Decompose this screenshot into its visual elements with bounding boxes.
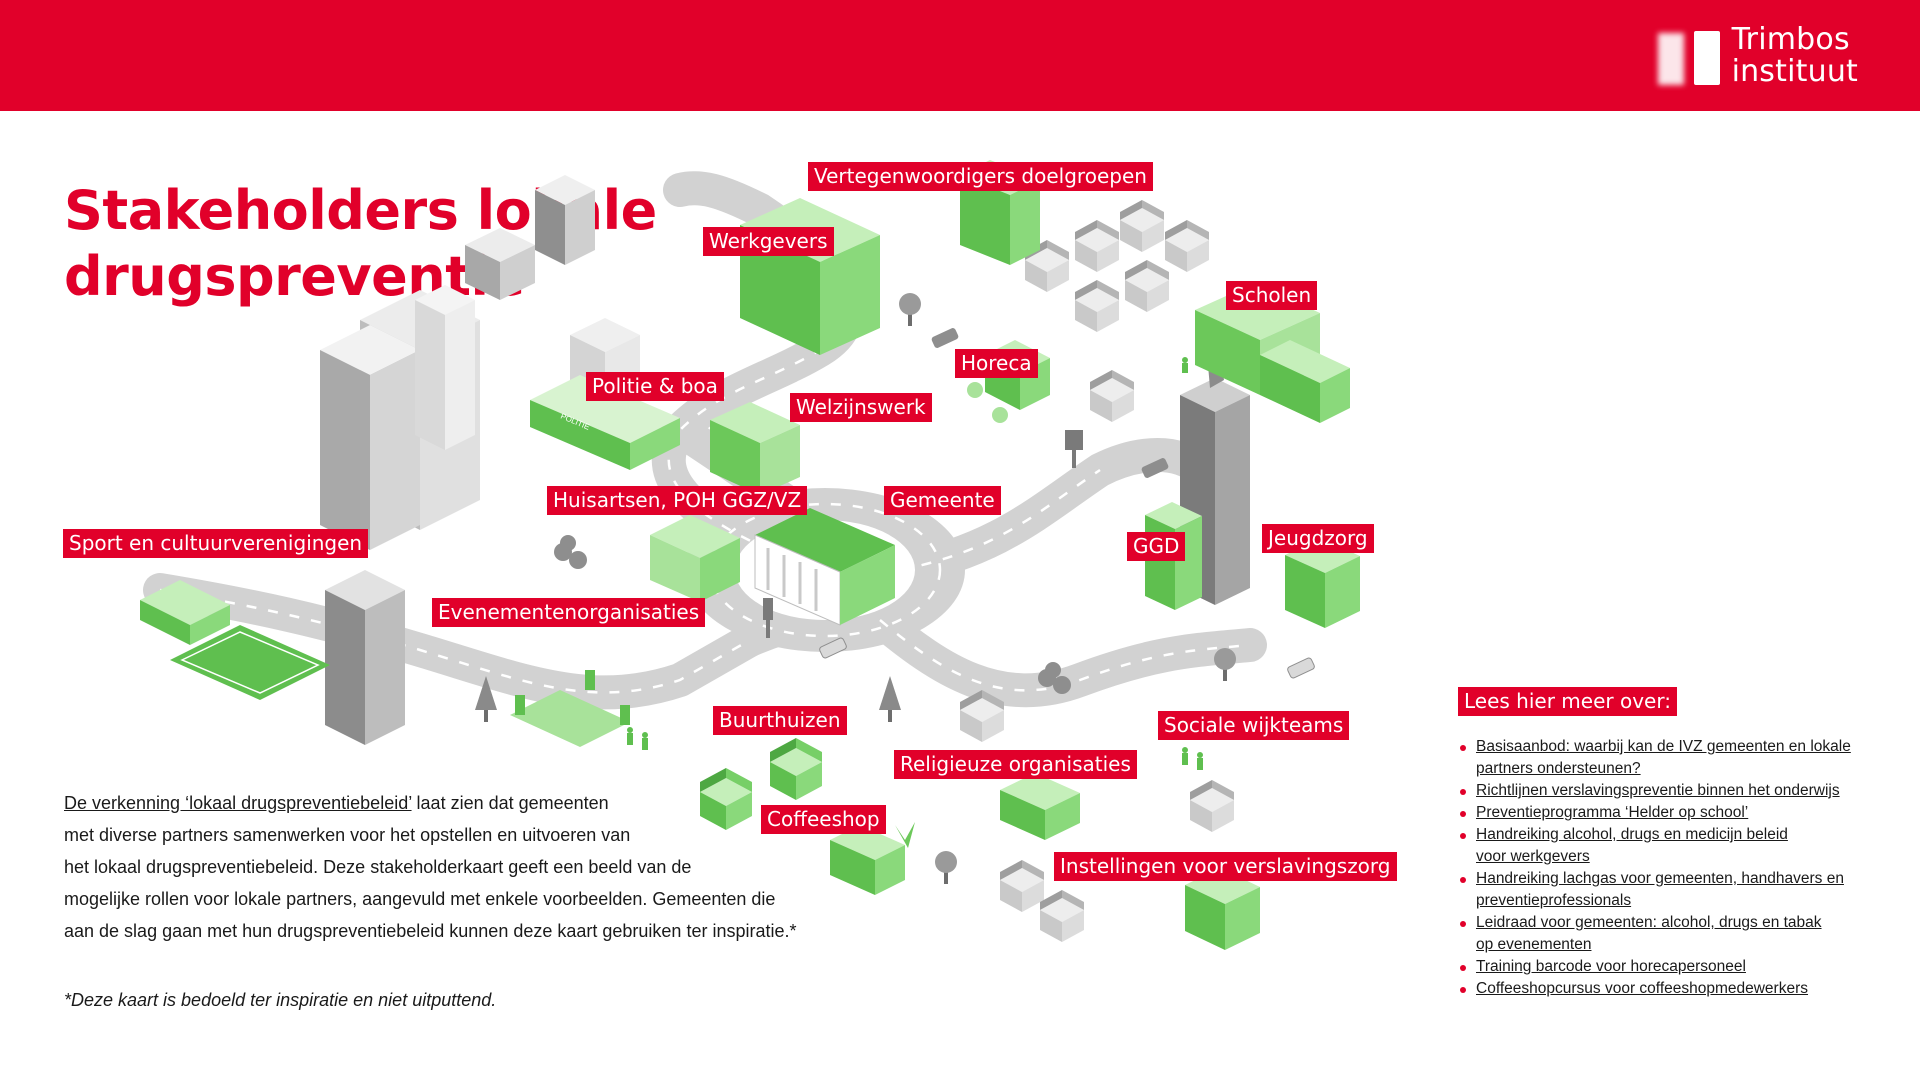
label-coffeeshop[interactable]: Coffeeshop	[761, 805, 886, 834]
building-welzijnswerk	[710, 402, 800, 495]
grey-tower-white	[415, 285, 475, 450]
label-ggd[interactable]: GGD	[1127, 532, 1186, 561]
label-sport[interactable]: Sport en cultuurverenigingen	[63, 529, 369, 558]
read-more-link[interactable]: Handreiking lachgas voor gemeenten, hand…	[1458, 868, 1878, 912]
grey-tower-sport	[325, 570, 405, 745]
read-more-link-text[interactable]: op evenementen	[1476, 936, 1592, 953]
read-more-link-text[interactable]: partners ondersteunen?	[1476, 760, 1641, 777]
intro-line3: het lokaal drugspreventiebeleid. Deze st…	[64, 857, 692, 877]
intro-line2: met diverse partners samenwerken voor he…	[64, 825, 631, 845]
label-instellingen[interactable]: Instellingen voor verslavingszorg	[1054, 852, 1397, 881]
house-instelling-1	[1000, 860, 1044, 912]
tree-2	[1214, 648, 1236, 681]
read-more-link[interactable]: Basisaanbod: waarbij kan de IVZ gemeente…	[1458, 736, 1878, 780]
logo-mark-icon	[1657, 27, 1720, 85]
people	[627, 357, 1203, 770]
label-horeca[interactable]: Horeca	[955, 349, 1038, 378]
read-more-link[interactable]: Richtlijnen verslavingspreventie binnen …	[1458, 780, 1878, 802]
building-evenementen	[510, 670, 630, 747]
tree-1	[899, 293, 921, 326]
read-more-link[interactable]: Preventieprogramma ‘Helder op school’	[1458, 802, 1878, 824]
house-instelling-2	[1040, 890, 1084, 942]
read-more-link-text[interactable]: Training barcode voor horecapersoneel	[1476, 958, 1746, 975]
read-more-link-text[interactable]: Handreiking alcohol, drugs en medicijn b…	[1476, 826, 1788, 843]
building-huisartsen	[650, 515, 740, 602]
read-more-list: Basisaanbod: waarbij kan de IVZ gemeente…	[1458, 736, 1878, 1000]
building-gemeente	[754, 508, 895, 626]
building-werkgevers	[740, 198, 880, 355]
label-huisartsen[interactable]: Huisartsen, POH GGZ/VZ	[547, 486, 808, 515]
intro-text: De verkenning ‘lokaal drugspreventiebele…	[64, 787, 824, 947]
house-6	[1075, 280, 1119, 332]
label-werkgevers[interactable]: Werkgevers	[703, 227, 834, 256]
house-sociaal-grey	[1190, 780, 1234, 832]
trimbos-logo[interactable]: Trimbos instituut	[1657, 24, 1858, 88]
grey-block-small	[465, 228, 535, 300]
logo-text: Trimbos instituut	[1732, 24, 1858, 88]
label-sociale-wijkteams[interactable]: Sociale wijkteams	[1158, 711, 1350, 740]
building-instellingen	[1185, 868, 1260, 950]
header-bar: Trimbos instituut	[0, 0, 1920, 111]
read-more-link-text[interactable]: voor werkgevers	[1476, 848, 1590, 865]
pine-2	[879, 676, 901, 722]
verkenning-link[interactable]: De verkenning ‘lokaal drugspreventiebele…	[64, 793, 412, 813]
tree-3	[935, 851, 957, 884]
logo-line1: Trimbos	[1731, 22, 1850, 57]
read-more-link[interactable]: Coffeeshopcursus voor coffeeshopmedewerk…	[1458, 978, 1878, 1000]
read-more-link[interactable]: Training barcode voor horecapersoneel	[1458, 956, 1878, 978]
building-sport	[140, 580, 330, 700]
signposts	[763, 430, 1083, 638]
read-more-link-text[interactable]: Leidraad voor gemeenten: alcohol, drugs …	[1476, 914, 1822, 931]
house-4	[1165, 220, 1209, 272]
read-more-link[interactable]: Handreiking alcohol, drugs en medicijn b…	[1458, 824, 1878, 868]
building-politie: POLITIE	[530, 375, 680, 470]
house-5	[1125, 260, 1169, 312]
bushes	[554, 535, 1071, 694]
grey-office-top	[535, 175, 595, 265]
label-religieuze[interactable]: Religieuze organisaties	[894, 750, 1137, 779]
label-gemeente[interactable]: Gemeente	[884, 486, 1001, 515]
read-more-link-text[interactable]: Preventieprogramma ‘Helder op school’	[1476, 804, 1749, 821]
read-more-link-text[interactable]: Basisaanbod: waarbij kan de IVZ gemeente…	[1476, 738, 1851, 755]
building-religieuze	[1000, 773, 1080, 840]
read-more-link-text[interactable]: preventieprofessionals	[1476, 892, 1632, 909]
intro-line1: laat zien dat gemeenten	[411, 793, 609, 813]
house-dark	[1090, 370, 1134, 422]
logo-line2: instituut	[1731, 54, 1858, 89]
label-jeugdzorg[interactable]: Jeugdzorg	[1262, 524, 1374, 553]
footnote: *Deze kaart is bedoeld ter inspiratie en…	[64, 990, 497, 1010]
label-vertegenwoordigers[interactable]: Vertegenwoordigers doelgroepen	[808, 162, 1153, 191]
house-3	[1120, 200, 1164, 252]
label-evenementen[interactable]: Evenementenorganisaties	[432, 598, 706, 627]
building-scholen	[1195, 283, 1350, 423]
house-2	[1075, 220, 1119, 272]
label-politie[interactable]: Politie & boa	[586, 372, 724, 401]
label-welzijnswerk[interactable]: Welzijnswerk	[790, 393, 932, 422]
intro-line5: aan de slag gaan met hun drugspreventieb…	[64, 921, 797, 941]
read-more-link-text[interactable]: Richtlijnen verslavingspreventie binnen …	[1476, 782, 1840, 799]
read-more-link[interactable]: Leidraad voor gemeenten: alcohol, drugs …	[1458, 912, 1878, 956]
label-buurthuizen[interactable]: Buurthuizen	[713, 706, 847, 735]
read-more-title: Lees hier meer over:	[1458, 687, 1677, 716]
read-more-link-text[interactable]: Coffeeshopcursus voor coffeeshopmedewerk…	[1476, 980, 1809, 997]
cars	[819, 328, 1315, 679]
label-scholen[interactable]: Scholen	[1226, 281, 1318, 310]
read-more-link-text[interactable]: Handreiking lachgas voor gemeenten, hand…	[1476, 870, 1844, 887]
intro-line4: mogelijke rollen voor lokale partners, a…	[64, 889, 776, 909]
